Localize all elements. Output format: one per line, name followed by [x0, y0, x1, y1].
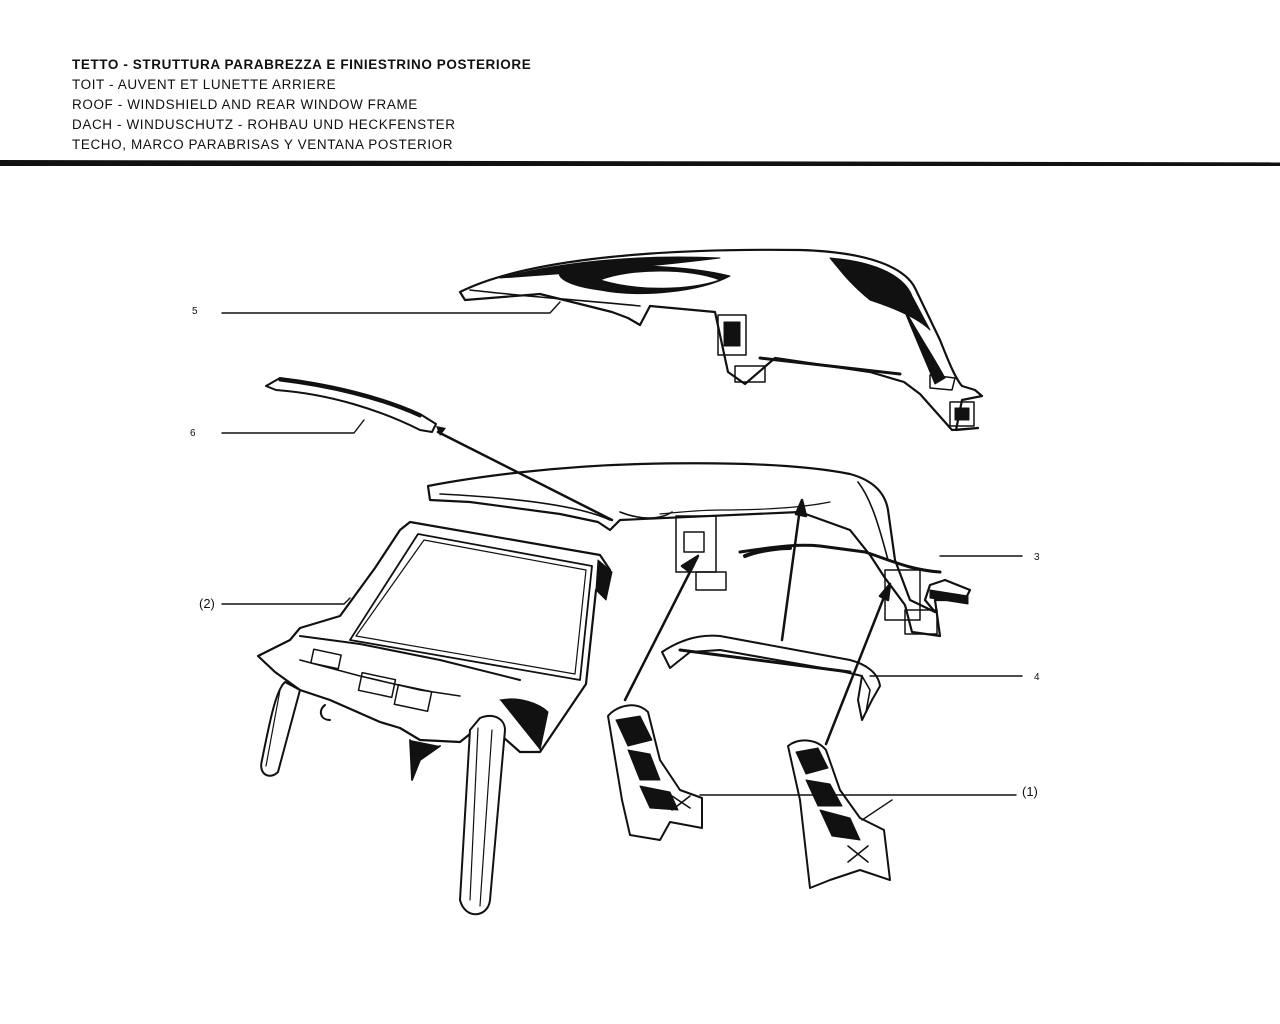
windshield-header-part-6 — [265, 377, 437, 433]
rear-window-frame-part-4 — [661, 634, 881, 721]
title-french: TOIT - AUVENT ET LUNETTE ARRIERE — [72, 77, 337, 92]
callout-5: 5 — [192, 306, 198, 317]
callout-6: 6 — [190, 428, 196, 439]
title-italian: TETTO - STRUTTURA PARABREZZA E FINIESTRI… — [72, 57, 532, 72]
roof-shell-assembly — [426, 462, 972, 638]
callout-3: 3 — [1034, 552, 1040, 563]
leader-lines — [221, 301, 1023, 821]
roof-panel-part-5 — [458, 248, 984, 432]
title-english: ROOF - WINDSHIELD AND REAR WINDOW FRAME — [72, 97, 418, 112]
callout-1: (1) — [1022, 784, 1038, 799]
title-spanish: TECHO, MARCO PARABRISAS Y VENTANA POSTER… — [72, 137, 454, 152]
title-german: DACH - WINDUSCHUTZ - ROHBAU UND HECKFENS… — [72, 117, 456, 132]
callout-4: 4 — [1034, 672, 1040, 683]
header-divider — [0, 160, 1280, 166]
assembly-arrows — [436, 426, 892, 746]
windshield-frame-part-2 — [256, 520, 613, 916]
callout-2: (2) — [199, 596, 215, 611]
page-title-block: TETTO - STRUTTURA PARABREZZA E FINIESTRI… — [72, 55, 772, 155]
pillar-reinforcements-part-1 — [607, 704, 891, 889]
